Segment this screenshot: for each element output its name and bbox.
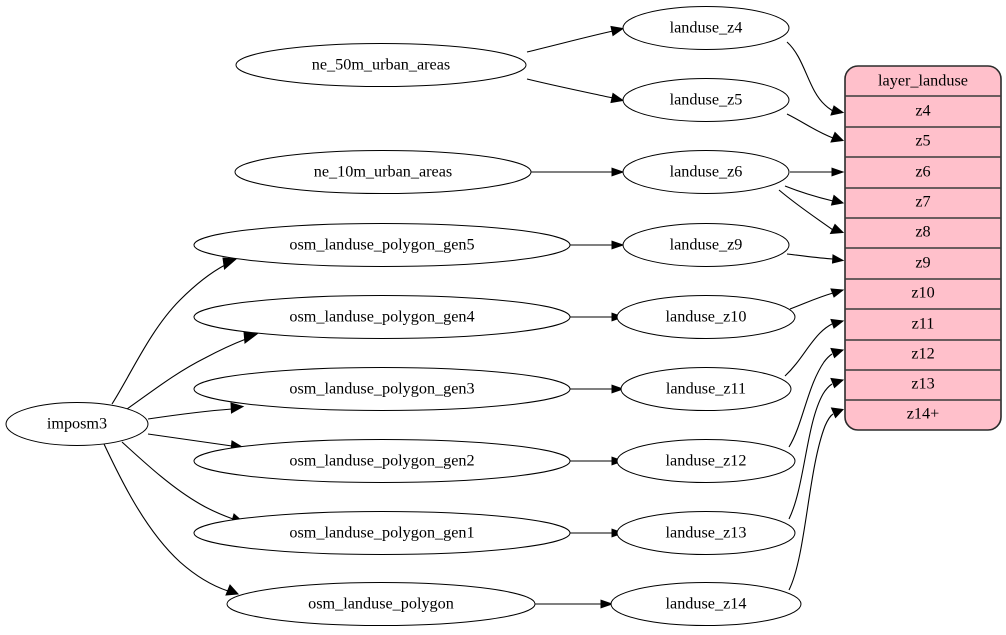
- node-ne-10m-urban-areas[interactable]: ne_10m_urban_areas: [234, 150, 532, 194]
- edge-landuse-z6-to-row-z6: [790, 167, 845, 177]
- edge-ne50m-to-landuse-z5: [526, 78, 625, 104]
- node-landuse-z11[interactable]: landuse_z11: [620, 367, 792, 411]
- edge-gen2-to-landuse-z12: [570, 456, 625, 466]
- node-osm-landuse-polygon-gen3[interactable]: osm_landuse_polygon_gen3: [193, 367, 571, 411]
- edge-imposm3-to-gen4: [126, 331, 259, 410]
- node-landuse-z5[interactable]: landuse_z5: [622, 78, 790, 122]
- edge-layer: [103, 25, 845, 609]
- node-landuse-z10[interactable]: landuse_z10: [616, 295, 796, 339]
- node-osm-landuse-polygon-gen2[interactable]: osm_landuse_polygon_gen2: [193, 439, 571, 483]
- node-landuse-z14[interactable]: landuse_z14: [610, 582, 802, 626]
- edge-landuse-z12-to-row-z12: [788, 347, 845, 448]
- node-imposm3[interactable]: imposm3: [5, 402, 149, 446]
- edge-ne50m-to-landuse-z4: [526, 25, 625, 53]
- edge-gen4-to-landuse-z10: [570, 312, 625, 322]
- edge-landuse-z4-to-row-z4: [786, 41, 845, 116]
- node-osm-landuse-polygon-gen5[interactable]: osm_landuse_polygon_gen5: [193, 223, 571, 267]
- edge-landuse-z13-to-row-z13: [788, 377, 845, 520]
- edge-landuse-z6-to-row-z8: [778, 189, 845, 235]
- node-landuse-z6[interactable]: landuse_z6: [622, 150, 790, 194]
- edge-landuse-z9-to-row-z9: [786, 253, 845, 264]
- table-dividers: [845, 95, 1001, 401]
- edge-ne10m-to-landuse-z6: [531, 167, 625, 177]
- node-osm-landuse-polygon-gen4[interactable]: osm_landuse_polygon_gen4: [193, 295, 571, 339]
- node-layer: imposm3 ne_50m_urban_areas ne_10m_urban_…: [5, 6, 802, 626]
- edge-gen3-to-landuse-z11: [570, 384, 625, 394]
- edge-imposm3-to-gen5: [111, 257, 238, 405]
- edge-imposm3-to-osm-landuse-polygon: [103, 443, 240, 596]
- edge-imposm3-to-gen3: [147, 402, 245, 420]
- layer-landuse-table[interactable]: layer_landuse z4 z5 z6 z7 z8 z9 z10: [844, 65, 1002, 431]
- edge-landuse-z11-to-row-z11: [784, 318, 845, 377]
- edge-landuse-z5-to-row-z5: [786, 113, 845, 143]
- node-landuse-z4[interactable]: landuse_z4: [622, 6, 790, 50]
- node-ne-50m-urban-areas[interactable]: ne_50m_urban_areas: [235, 43, 527, 87]
- node-landuse-z13[interactable]: landuse_z13: [616, 511, 796, 555]
- edge-osm-landuse-polygon-to-landuse-z14: [535, 599, 614, 609]
- node-osm-landuse-polygon[interactable]: osm_landuse_polygon: [226, 582, 536, 626]
- edge-landuse-z14-to-row-z14plus: [788, 407, 845, 591]
- edge-gen1-to-landuse-z13: [570, 528, 625, 538]
- node-landuse-z12[interactable]: landuse_z12: [616, 439, 796, 483]
- edge-landuse-z10-to-row-z10: [789, 288, 845, 310]
- node-osm-landuse-polygon-gen1[interactable]: osm_landuse_polygon_gen1: [193, 511, 571, 555]
- edge-landuse-z6-to-row-z7: [784, 185, 845, 206]
- edge-gen5-to-landuse-z9: [570, 240, 625, 250]
- edge-imposm3-to-gen2: [147, 433, 245, 451]
- node-landuse-z9[interactable]: landuse_z9: [622, 223, 790, 267]
